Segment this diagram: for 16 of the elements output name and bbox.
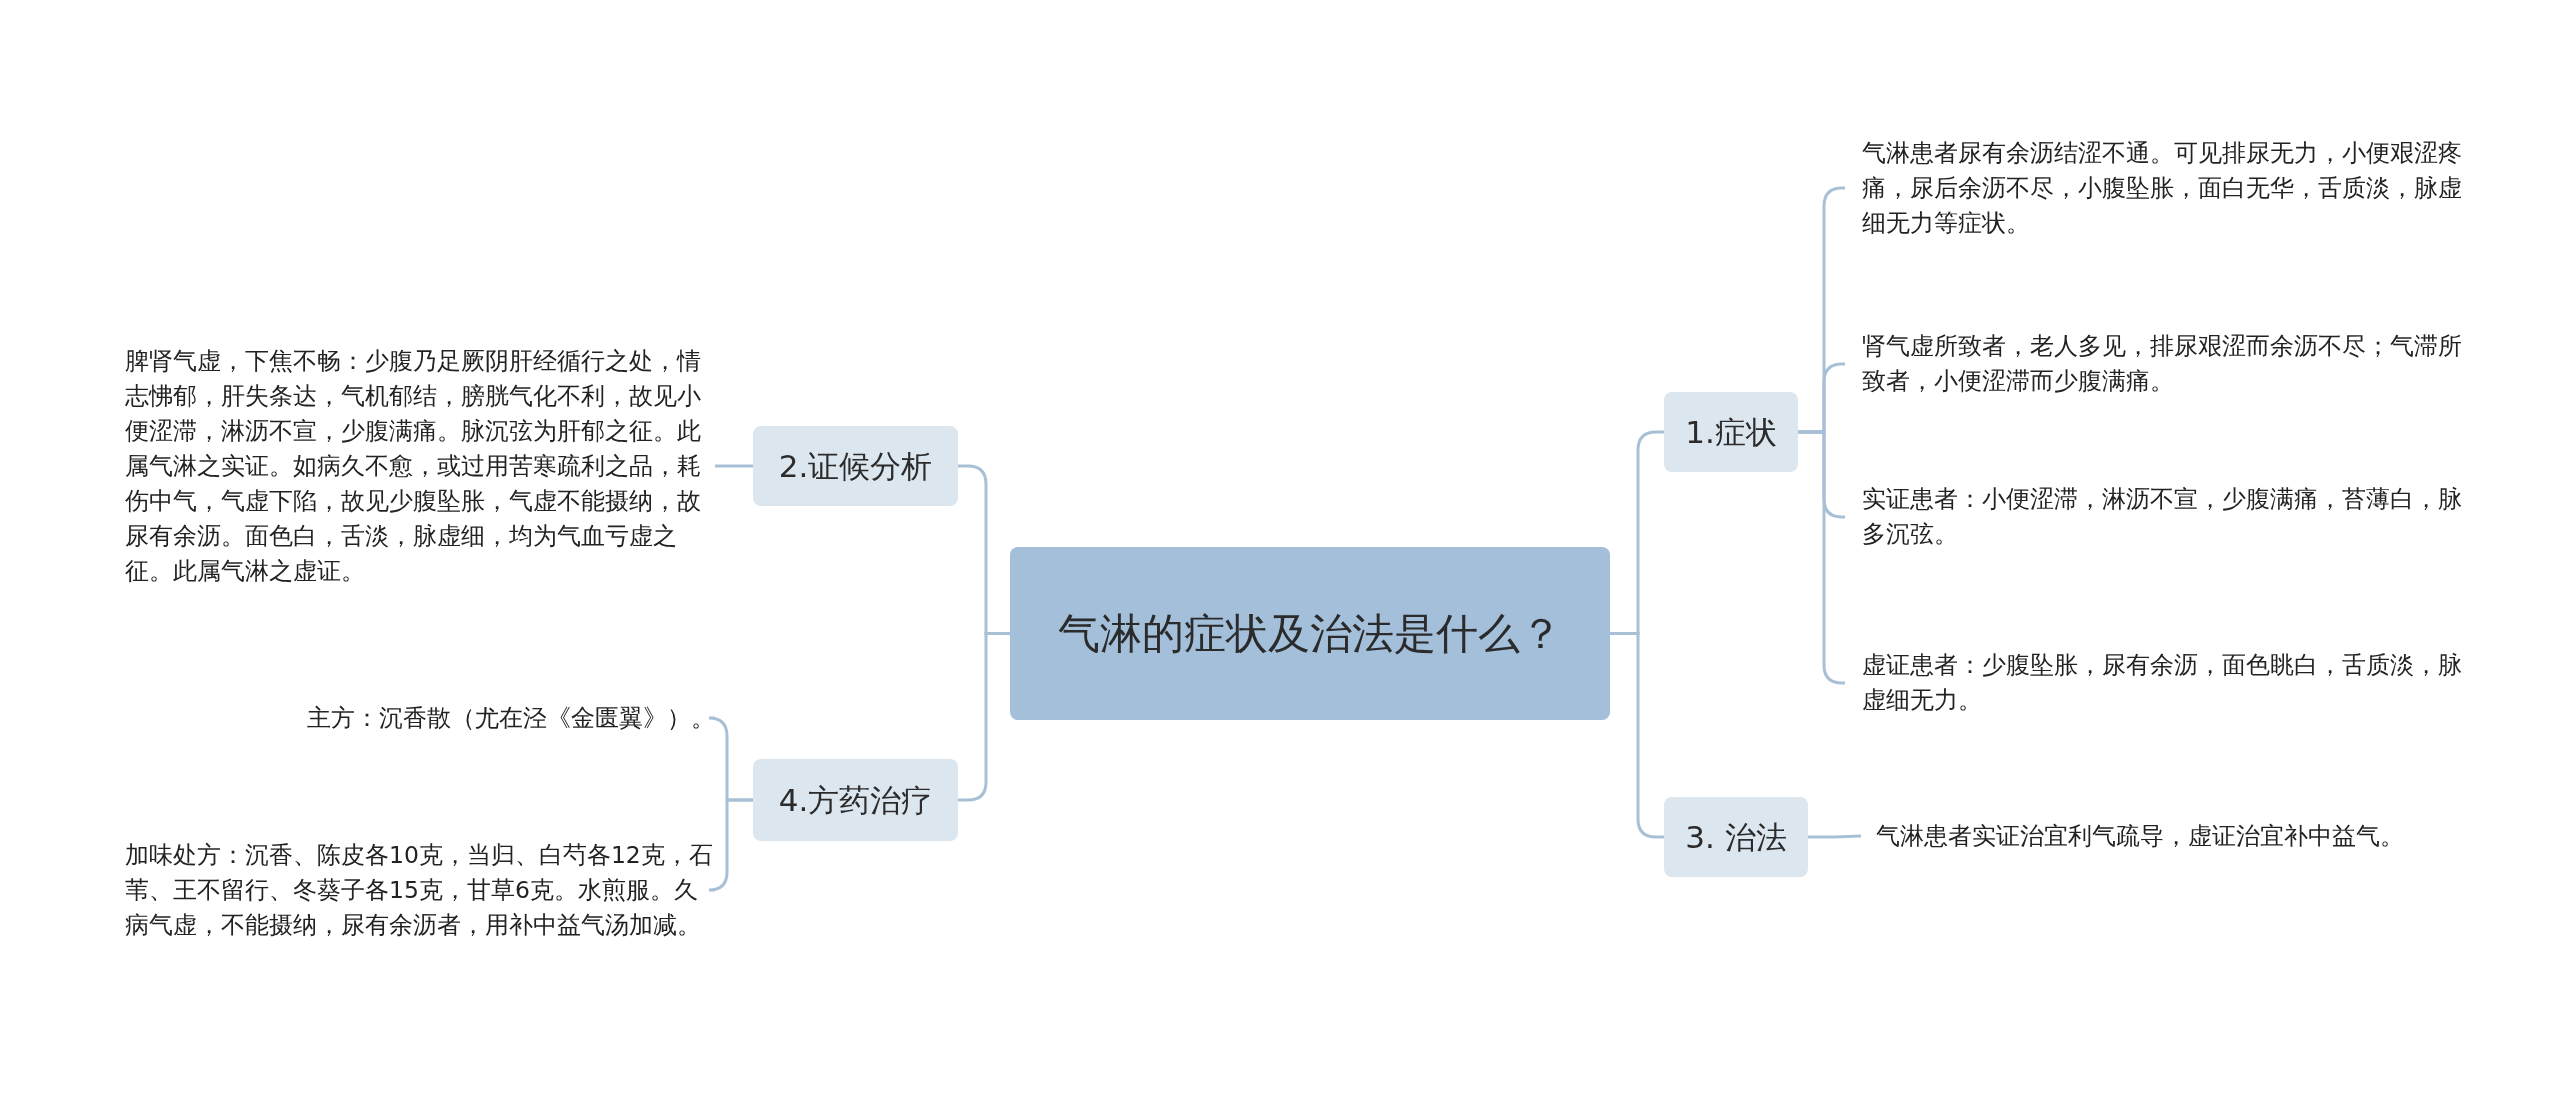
topic-box: 1.症状 [1664,392,1798,472]
topic-box: 2.证候分析 [753,426,958,506]
note-text: 气淋患者尿有余沥结涩不通。可见排尿无力，小便艰涩疼痛，尿后余沥不尽，小腹坠胀，面白无华，舌质淡，脉虚细无力等症状。 [1845,135,2470,241]
connector-line [715,464,753,468]
note-text: 脾肾气虚，下焦不畅：少腹乃足厥阴肝经循行之处，情志怫郁，肝失条达，气机郁结，膀胱气化不利，故见小便涩滞，淋沥不宣，少腹满痛。脉沉弦为肝郁之征。此属气淋之实证。如病久不愈，或过用苦寒疏利之品，耗伤中气，气虚下陷，故见少腹坠胀，气虚不能摄纳，故尿有余沥。面色白，舌淡，脉虚细，均为气血亏虚之征。此属气淋之虚证。 [125,320,715,612]
note-text: 气淋患者实证治宜利气疏导，虚证治宜补中益气。 [1861,800,2471,872]
note-text: 加味处方：沉香、陈皮各10克，当归、白芍各12克，石苇、王不留行、冬葵子各15克，甘草6克。水煎服。久病气虚，不能摄纳，尿有余沥者，用补中益气汤加减。 [125,815,715,965]
note-text: 虚证患者：少腹坠胀，尿有余沥，面色眺白，舌质淡，脉虚细无力。 [1845,647,2470,719]
note-text: 主方：沉香散（尤在泾《金匮翼》）。 [125,700,715,736]
note-text: 肾气虚所致者，老人多见，排尿艰涩而余沥不尽；气滞所致者，小便涩滞而少腹满痛。 [1845,328,2470,400]
topic-box: 4.方药治疗 [753,759,958,841]
connector-line [1808,834,1862,839]
topic-box: 3. 治法 [1664,797,1808,877]
central-topic: 气淋的症状及治法是什么？ [1010,547,1610,720]
note-text: 实证患者：小便涩滞，淋沥不宣，少腹满痛，苔薄白，脉多沉弦。 [1845,481,2470,553]
connector-line [707,798,753,892]
